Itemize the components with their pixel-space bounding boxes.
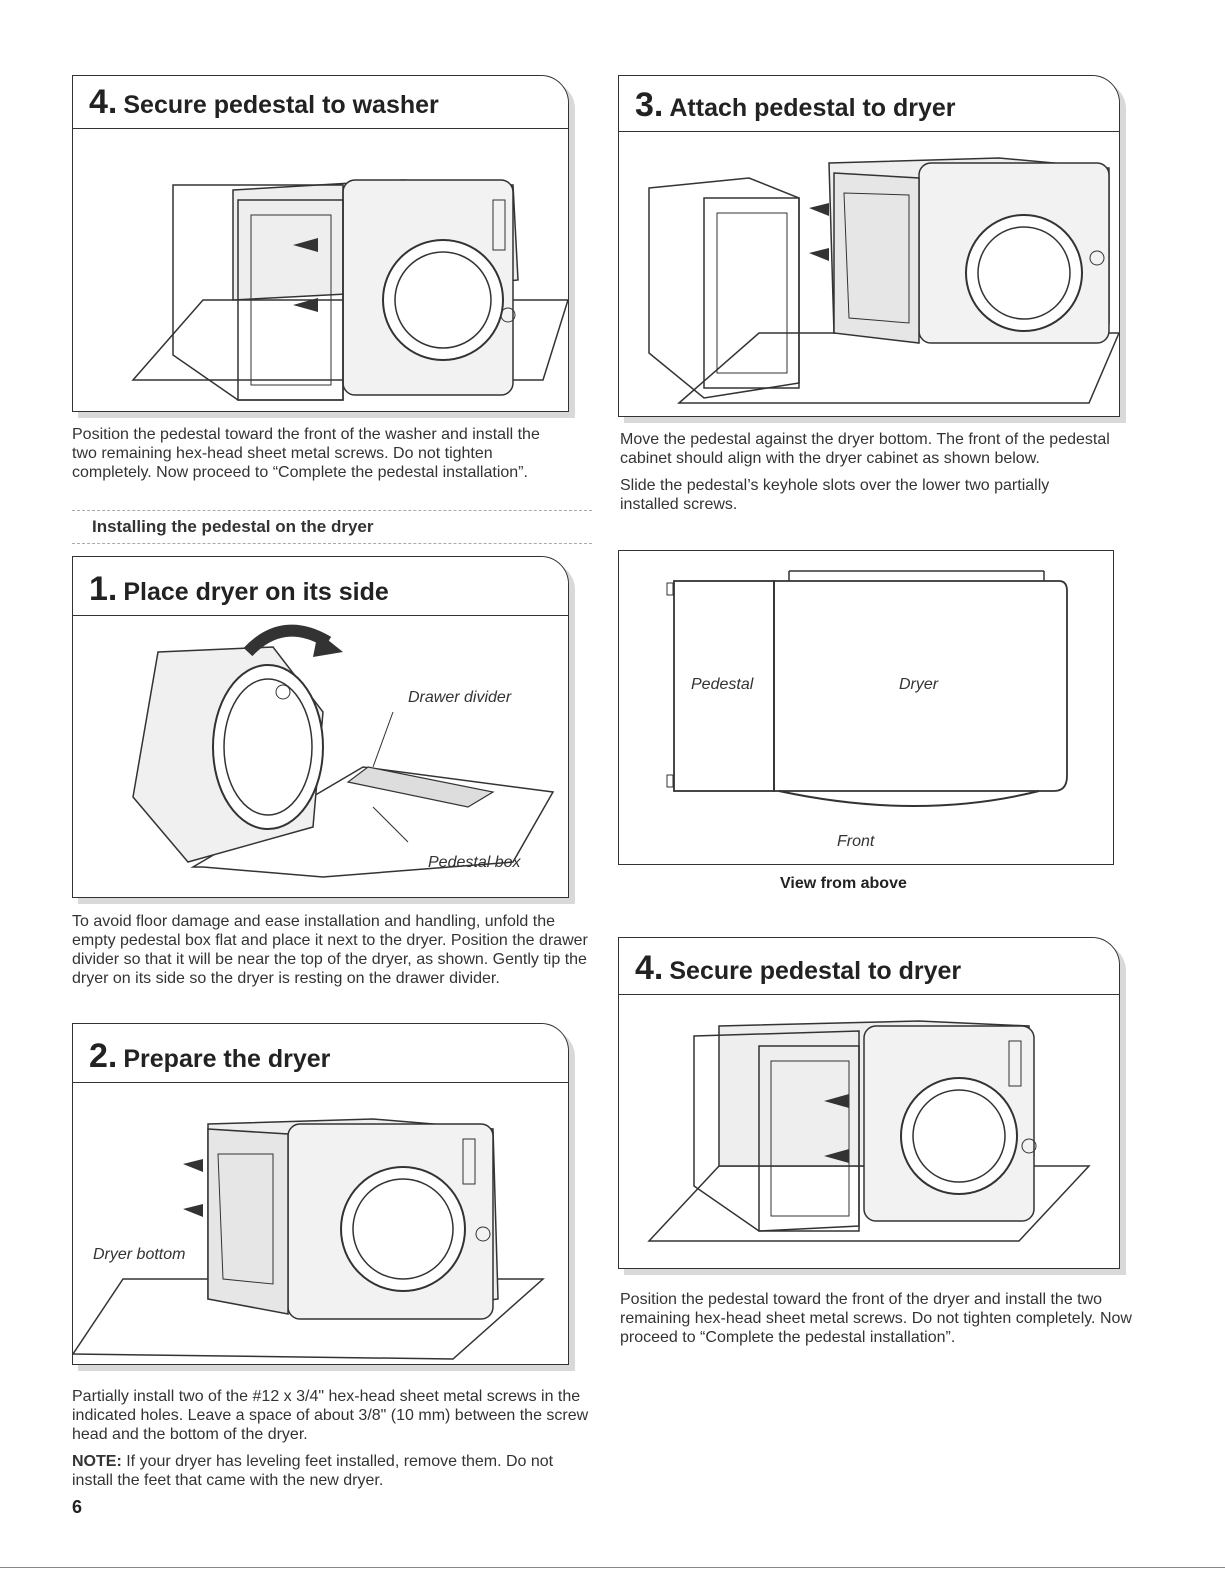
note-label: NOTE: xyxy=(72,1453,122,1470)
page-bottom-rule xyxy=(0,1567,1225,1568)
dryer-on-side-illustration: Drawer divider Pedestal box xyxy=(132,624,555,878)
secure-dryer-illustration xyxy=(647,1020,1091,1242)
label-pedestal: Pedestal xyxy=(691,676,754,693)
paragraph: Partially install two of the #12 x 3/4" … xyxy=(72,1388,589,1443)
step-panel-prepare-dryer: 2.Prepare the dryer Dryer bottom xyxy=(72,1023,569,1365)
washer-pedestal-illustration xyxy=(131,179,568,401)
step-title: Prepare the dryer xyxy=(123,1045,331,1073)
step-text: Move the pedestal against the dryer bott… xyxy=(620,430,1110,522)
step-number: 4. xyxy=(89,83,118,121)
step-header: 4.Secure pedestal to dryer xyxy=(619,938,1119,995)
step-header: 1.Place dryer on its side xyxy=(73,557,568,616)
callout-pedestal-box: Pedestal box xyxy=(428,854,522,871)
step-number: 3. xyxy=(635,86,664,124)
step-title: Attach pedestal to dryer xyxy=(669,94,956,122)
callout-dryer-bottom: Dryer bottom xyxy=(93,1246,185,1263)
paragraph: Position the pedestal toward the front o… xyxy=(72,426,540,481)
step-panel-secure-dryer: 4.Secure pedestal to dryer xyxy=(618,937,1120,1269)
step-text: Position the pedestal toward the front o… xyxy=(72,425,552,490)
top-view-drawing: Pedestal Dryer Front xyxy=(666,570,1068,850)
attach-pedestal-illustration xyxy=(648,157,1119,404)
paragraph: Slide the pedestal’s keyhole slots over … xyxy=(620,477,1050,513)
step-title: Secure pedestal to dryer xyxy=(669,957,962,985)
note-text: If your dryer has leveling feet installe… xyxy=(72,1453,554,1489)
step-panel-place-dryer: 1.Place dryer on its side Drawer divider… xyxy=(72,556,569,898)
step-text: Partially install two of the #12 x 3/4" … xyxy=(72,1387,592,1498)
paragraph: Move the pedestal against the dryer bott… xyxy=(620,431,1110,467)
view-caption: View from above xyxy=(780,875,907,892)
step-number: 2. xyxy=(89,1037,118,1075)
callout-drawer-divider: Drawer divider xyxy=(408,689,512,706)
step-header: 3.Attach pedestal to dryer xyxy=(619,76,1119,132)
label-dryer: Dryer xyxy=(899,676,939,693)
paragraph: To avoid floor damage and ease installat… xyxy=(72,913,588,987)
paragraph: Position the pedestal toward the front o… xyxy=(620,1291,1132,1346)
step-panel-secure-washer: 4.Secure pedestal to washer xyxy=(72,75,569,412)
top-view-diagram: Pedestal Dryer Front xyxy=(618,550,1114,865)
step-header: 2.Prepare the dryer xyxy=(73,1024,568,1083)
page-number: 6 xyxy=(72,1497,83,1517)
step-text: To avoid floor damage and ease installat… xyxy=(72,912,592,996)
step-number: 1. xyxy=(89,570,118,608)
step-text: Position the pedestal toward the front o… xyxy=(620,1290,1140,1355)
note: NOTE: If your dryer has leveling feet in… xyxy=(72,1452,592,1490)
divider xyxy=(72,543,592,544)
divider xyxy=(72,510,592,511)
label-front: Front xyxy=(837,833,875,850)
prepare-dryer-illustration: Dryer bottom xyxy=(73,1118,545,1360)
subheading: Installing the pedestal on the dryer xyxy=(92,517,374,536)
step-panel-attach-dryer: 3.Attach pedestal to dryer xyxy=(618,75,1120,417)
step-number: 4. xyxy=(635,949,664,987)
step-title: Place dryer on its side xyxy=(123,578,389,606)
step-header: 4.Secure pedestal to washer xyxy=(73,76,568,129)
step-title: Secure pedestal to washer xyxy=(123,91,439,119)
